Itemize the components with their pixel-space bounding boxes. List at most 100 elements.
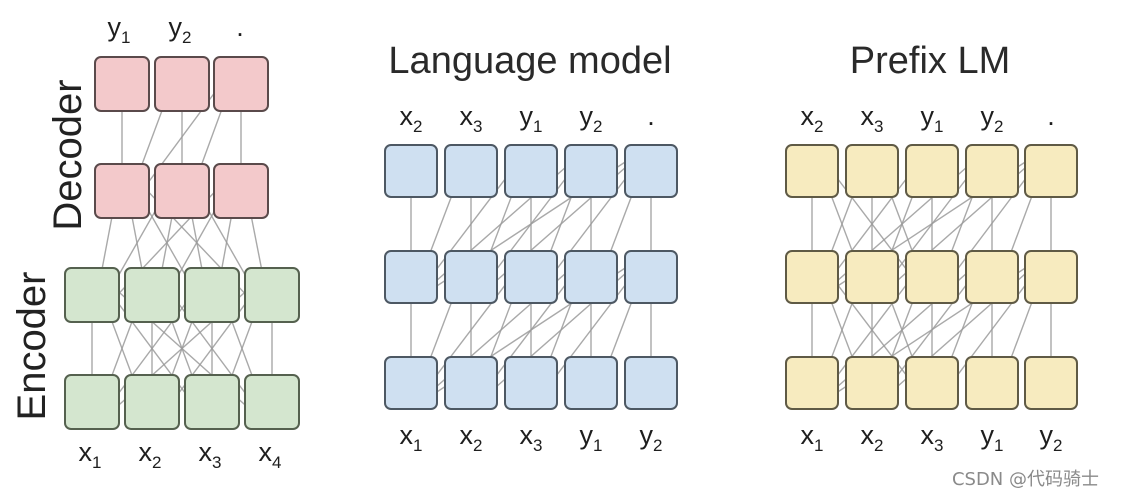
lm-output-token-base-1: x xyxy=(400,101,414,131)
prefix-output-token-4: y2 xyxy=(981,101,1004,136)
prefix-input-token-base-1: x xyxy=(801,420,815,450)
encoder-input-token-base-4: x xyxy=(259,437,273,467)
decoder-output-token-1: y1 xyxy=(108,12,131,47)
decoder-box-l1-1 xyxy=(94,56,150,112)
lm-box-l2-4 xyxy=(564,144,618,198)
lm-output-token-sub-4: 2 xyxy=(593,117,602,136)
encoder-box-l0-3 xyxy=(184,374,240,430)
lm-output-token-4: y2 xyxy=(580,101,603,136)
lm-input-token-3: x3 xyxy=(520,420,543,455)
prefix-input-token-sub-2: 2 xyxy=(874,436,883,455)
prefix-box-l0-4 xyxy=(965,356,1019,410)
prefix-box-l0-5 xyxy=(1024,356,1078,410)
lm-input-token-5: y2 xyxy=(640,420,663,455)
lm-box-l1-1 xyxy=(384,250,438,304)
encoder-input-token-sub-4: 4 xyxy=(272,453,281,472)
prefix-input-token-sub-3: 3 xyxy=(934,436,943,455)
title-language-model: Language model xyxy=(388,40,671,82)
prefix-box-l1-2 xyxy=(845,250,899,304)
decoder-box-l0-2 xyxy=(154,163,210,219)
encoder-box-l1-4 xyxy=(244,267,300,323)
encoder-box-l0-2 xyxy=(124,374,180,430)
prefix-box-l2-2 xyxy=(845,144,899,198)
prefix-output-token-base-3: y xyxy=(921,101,935,131)
lm-input-token-sub-1: 1 xyxy=(413,436,422,455)
decoder-output-token-sub-2: 2 xyxy=(182,28,191,47)
lm-input-token-base-3: x xyxy=(520,420,534,450)
lm-output-token-sub-1: 2 xyxy=(413,117,422,136)
encoder-input-token-base-3: x xyxy=(199,437,213,467)
encoder-input-token-1: x1 xyxy=(79,437,102,472)
lm-input-token-2: x2 xyxy=(460,420,483,455)
lm-box-l1-5 xyxy=(624,250,678,304)
prefix-input-token-3: x3 xyxy=(921,420,944,455)
lm-box-l0-2 xyxy=(444,356,498,410)
decoder-box-l1-3 xyxy=(213,56,269,112)
lm-box-l2-2 xyxy=(444,144,498,198)
prefix-output-token-base-4: y xyxy=(981,101,995,131)
prefix-output-token-base-5: . xyxy=(1047,101,1055,131)
prefix-box-l2-1 xyxy=(785,144,839,198)
label-decoder: Decoder xyxy=(46,79,90,230)
title-prefix-lm: Prefix LM xyxy=(850,40,1010,82)
lm-input-token-base-4: y xyxy=(580,420,594,450)
decoder-output-token-sub-1: 1 xyxy=(121,28,130,47)
prefix-input-token-base-2: x xyxy=(861,420,875,450)
prefix-output-token-5: . xyxy=(1047,101,1055,131)
prefix-input-token-base-3: x xyxy=(921,420,935,450)
token-boxes xyxy=(64,56,1078,430)
lm-output-token-sub-2: 3 xyxy=(473,117,482,136)
prefix-link xyxy=(871,250,1052,410)
prefix-output-token-sub-2: 3 xyxy=(874,117,883,136)
encoder-box-l1-3 xyxy=(184,267,240,323)
encoder-input-token-base-1: x xyxy=(79,437,93,467)
lm-box-l0-3 xyxy=(504,356,558,410)
encoder-box-l1-2 xyxy=(124,267,180,323)
prefix-box-l0-1 xyxy=(785,356,839,410)
decoder-output-token-2: y2 xyxy=(169,12,192,47)
lm-box-l0-4 xyxy=(564,356,618,410)
lm-input-token-base-1: x xyxy=(400,420,414,450)
label-encoder: Encoder xyxy=(10,272,54,421)
prefix-box-l0-2 xyxy=(845,356,899,410)
encoder-input-token-2: x2 xyxy=(139,437,162,472)
lm-output-token-2: x3 xyxy=(460,101,483,136)
encoder-box-l0-1 xyxy=(64,374,120,430)
prefix-box-l2-4 xyxy=(965,144,1019,198)
lm-box-l2-1 xyxy=(384,144,438,198)
encoder-link xyxy=(91,267,273,430)
encoder-input-token-4: x4 xyxy=(259,437,282,472)
decoder-box-l0-1 xyxy=(94,163,150,219)
prefix-input-token-sub-1: 1 xyxy=(814,436,823,455)
lm-input-token-sub-4: 1 xyxy=(593,436,602,455)
lm-output-token-1: x2 xyxy=(400,101,423,136)
prefix-input-token-sub-4: 1 xyxy=(994,436,1003,455)
lm-input-token-1: x1 xyxy=(400,420,423,455)
prefix-box-l0-3 xyxy=(905,356,959,410)
lm-output-token-base-5: . xyxy=(647,101,655,131)
lm-link xyxy=(470,250,652,410)
lm-link xyxy=(410,144,592,304)
lm-input-token-sub-2: 2 xyxy=(473,436,482,455)
prefix-input-token-base-4: y xyxy=(981,420,995,450)
lm-box-l2-3 xyxy=(504,144,558,198)
prefix-link xyxy=(871,144,1052,304)
prefix-box-l1-1 xyxy=(785,250,839,304)
prefix-input-token-5: y2 xyxy=(1040,420,1063,455)
prefix-output-token-3: y1 xyxy=(921,101,944,136)
prefix-box-l1-5 xyxy=(1024,250,1078,304)
encoder-box-l1-1 xyxy=(64,267,120,323)
encoder-box-l0-4 xyxy=(244,374,300,430)
watermark: CSDN @代码骑士 xyxy=(951,469,1099,490)
decoder-box-l1-2 xyxy=(154,56,210,112)
prefix-output-token-base-2: x xyxy=(861,101,875,131)
prefix-box-l1-3 xyxy=(905,250,959,304)
encoder-input-token-base-2: x xyxy=(139,437,153,467)
lm-output-token-base-2: x xyxy=(460,101,474,131)
decoder-output-token-base-1: y xyxy=(108,12,122,42)
prefix-output-token-sub-3: 1 xyxy=(934,117,943,136)
lm-box-l2-5 xyxy=(624,144,678,198)
lm-link xyxy=(470,144,652,304)
